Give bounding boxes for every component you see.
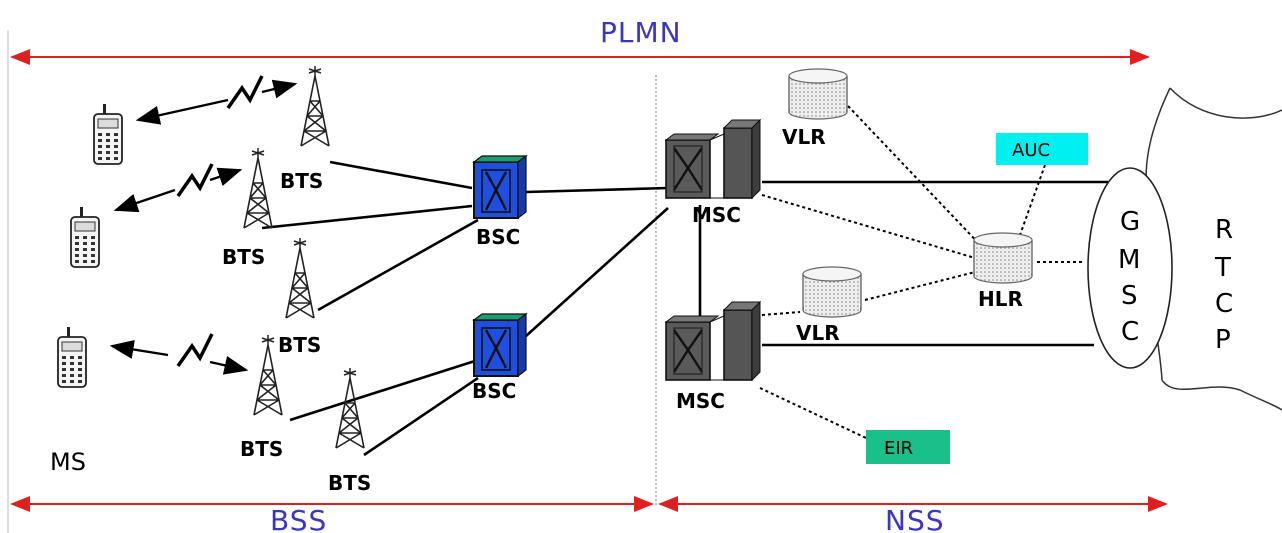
bss-label: BSS bbox=[270, 504, 327, 533]
auc-label: AUC bbox=[1012, 140, 1050, 161]
vlr-database-icon bbox=[802, 266, 862, 318]
eir-label: EIR bbox=[884, 438, 913, 459]
radio-links bbox=[109, 79, 298, 375]
plmn-label: PLMN bbox=[600, 16, 682, 49]
bsc-device-icon bbox=[472, 154, 528, 220]
vlr-label: VLR bbox=[796, 321, 840, 345]
bts-tower-icon bbox=[285, 237, 315, 319]
bts-tower-icon bbox=[335, 367, 365, 449]
msc-device-icon bbox=[664, 118, 762, 200]
bts-tower-icon bbox=[243, 147, 273, 229]
mobile-phone-icon bbox=[70, 206, 100, 268]
bsc-device-icon bbox=[472, 312, 528, 378]
bsc-label: BSC bbox=[476, 225, 520, 249]
rtcp-cloud-shape bbox=[1145, 87, 1282, 411]
links bbox=[261, 160, 1108, 457]
auc-box bbox=[996, 133, 1088, 165]
vlr-label: VLR bbox=[782, 125, 826, 149]
mobile-phone-icon bbox=[93, 103, 123, 165]
eir-box bbox=[866, 430, 950, 464]
vlr-database-icon bbox=[788, 68, 848, 120]
rtcp-letter: R bbox=[1215, 215, 1233, 245]
gmsc-letter: G bbox=[1120, 207, 1140, 237]
mobile-phone-icon bbox=[57, 326, 87, 388]
radio-bolt-icon bbox=[176, 162, 214, 198]
bts-label: BTS bbox=[222, 245, 265, 269]
rtcp-letter: T bbox=[1214, 253, 1231, 283]
radio-bolt-icon bbox=[226, 74, 264, 110]
nss-label: NSS bbox=[885, 504, 945, 533]
rtcp-letter: P bbox=[1215, 325, 1231, 355]
signaling-links bbox=[759, 105, 1085, 439]
gmsc-letter: S bbox=[1121, 281, 1138, 311]
msc-label: MSC bbox=[692, 203, 741, 227]
gmsc-letter: C bbox=[1121, 317, 1139, 347]
bts-tower-icon bbox=[300, 65, 330, 147]
rtcp-letter: C bbox=[1215, 289, 1233, 319]
hlr-label: HLR bbox=[978, 287, 1023, 311]
bts-label: BTS bbox=[328, 471, 371, 495]
bts-label: BTS bbox=[240, 437, 283, 461]
msc-label: MSC bbox=[676, 389, 725, 413]
bts-label: BTS bbox=[278, 333, 321, 357]
msc-device-icon bbox=[664, 300, 762, 382]
hlr-database-icon bbox=[973, 232, 1033, 284]
radio-bolt-icon bbox=[176, 332, 214, 368]
bts-label: BTS bbox=[280, 169, 323, 193]
ms-label: MS bbox=[50, 448, 86, 476]
gmsc-letter: M bbox=[1118, 245, 1140, 275]
bsc-label: BSC bbox=[472, 379, 516, 403]
gmsc-ellipse bbox=[1087, 167, 1173, 369]
